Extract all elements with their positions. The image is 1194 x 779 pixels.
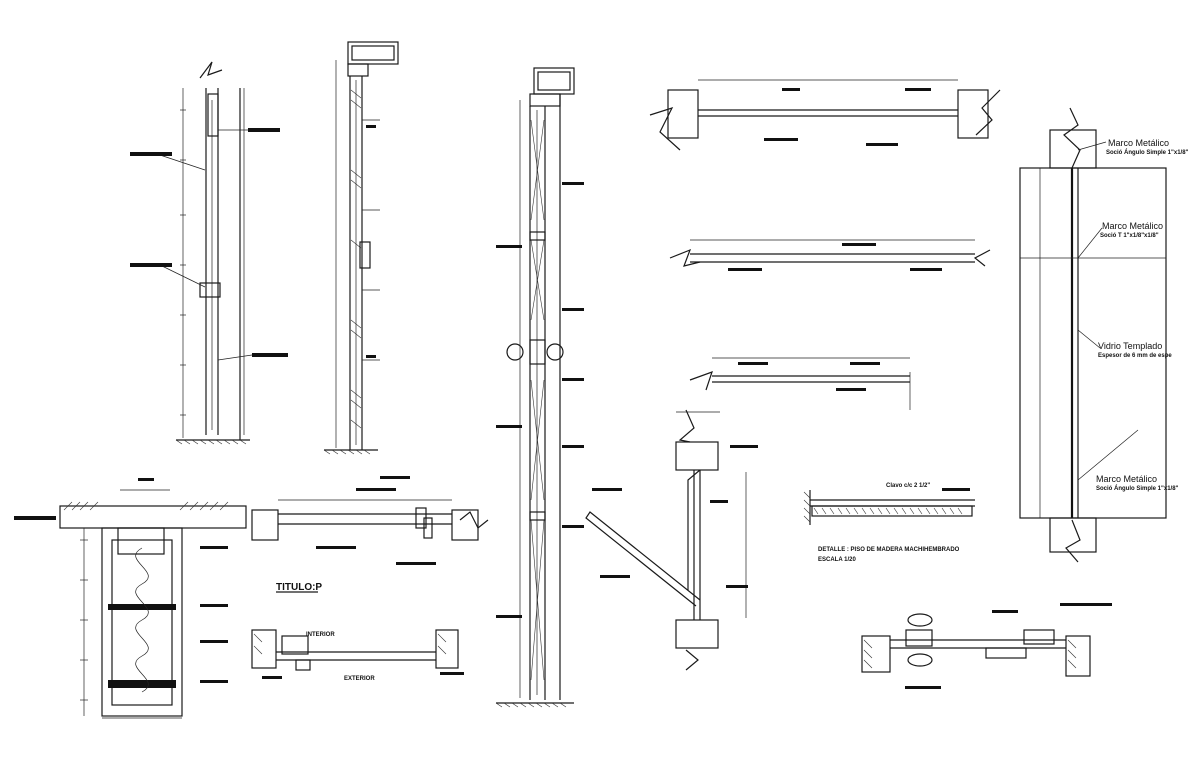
door-swing-detail [585,409,758,671]
label-marco-metalico-1-sub: Soció Ángulo Simple 1"x1/8" [1106,149,1189,156]
section-wall-detail-3 [495,67,584,708]
label-marco-metalico-2: Marco Metálico [1102,221,1163,231]
section-wall-detail-2 [323,41,399,455]
plan-detail-middle-1 [669,239,991,271]
plan-detail-middle-2 [689,357,911,410]
door-sill-plan-detail [251,476,489,565]
plan-detail-top [649,79,1001,151]
label-detalle-piso: DETALLE : PISO DE MADERA MACHIHEMBRADO [818,547,960,553]
jamb-plan-detail [861,603,1112,689]
label-detalle-escala: ESCALA 1/20 [818,557,856,563]
label-marco-metalico-2-sub: Soció T 1"x1/8"x1/8" [1100,233,1159,239]
label-exterior: EXTERIOR [344,676,375,682]
glass-panel-elevation: Marco Metálico Soció Ángulo Simple 1"x1/… [1019,107,1189,563]
wooden-floor-detail: Clavo c/c 2 1/2" DETALLE : PISO DE MADER… [803,483,975,563]
label-titulo: TITULO:P [276,582,322,593]
frame-plan-interior-exterior: TITULO:P INTERIOR EXTERIOR [251,582,464,682]
label-marco-metalico-1: Marco Metálico [1108,138,1169,148]
footing-section-detail [14,478,247,719]
label-vidrio-templado-sub: Espesor de 6 mm de espe [1098,353,1172,359]
label-interior: INTERIOR [306,632,335,638]
section-wall-detail-1 [130,61,288,445]
label-marco-metalico-3-sub: Soció Ángulo Simple 1"x1/8" [1096,485,1179,492]
label-clavo: Clavo c/c 2 1/2" [886,483,930,489]
label-marco-metalico-3: Marco Metálico [1096,474,1157,484]
label-vidrio-templado: Vidrio Templado [1098,341,1162,351]
